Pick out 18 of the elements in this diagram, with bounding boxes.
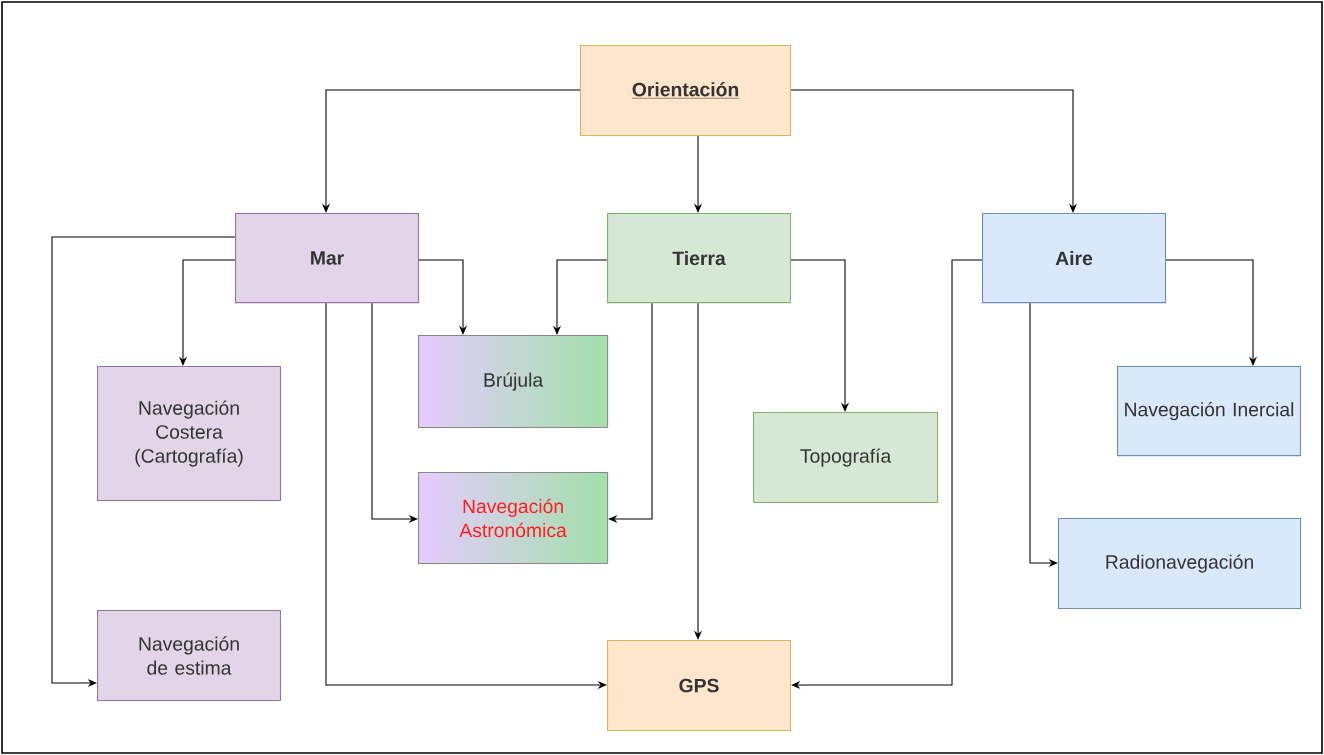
process-box: Topografía bbox=[753, 412, 939, 504]
process-box: GPS bbox=[607, 640, 791, 732]
process-box: Radionavegación bbox=[1058, 518, 1302, 610]
process-box: Navegación Astronómica bbox=[418, 472, 609, 564]
process-box: Navegación de estima bbox=[97, 610, 281, 702]
process-box: Brújula bbox=[418, 335, 609, 429]
arrow bbox=[791, 259, 983, 690]
process-box: Navegación Inercial bbox=[1117, 366, 1301, 457]
process-box: Navegación Costera (Cartografía) bbox=[97, 366, 281, 502]
process-box: Aire bbox=[982, 213, 1166, 304]
arrow bbox=[790, 89, 1078, 213]
title-box: Orientación bbox=[580, 45, 792, 137]
process-box: Mar bbox=[235, 213, 419, 304]
process-box: Tierra bbox=[607, 213, 791, 304]
arrow bbox=[418, 259, 468, 335]
arrow bbox=[790, 259, 850, 412]
arrow bbox=[608, 302, 653, 524]
arrow bbox=[1165, 259, 1258, 366]
